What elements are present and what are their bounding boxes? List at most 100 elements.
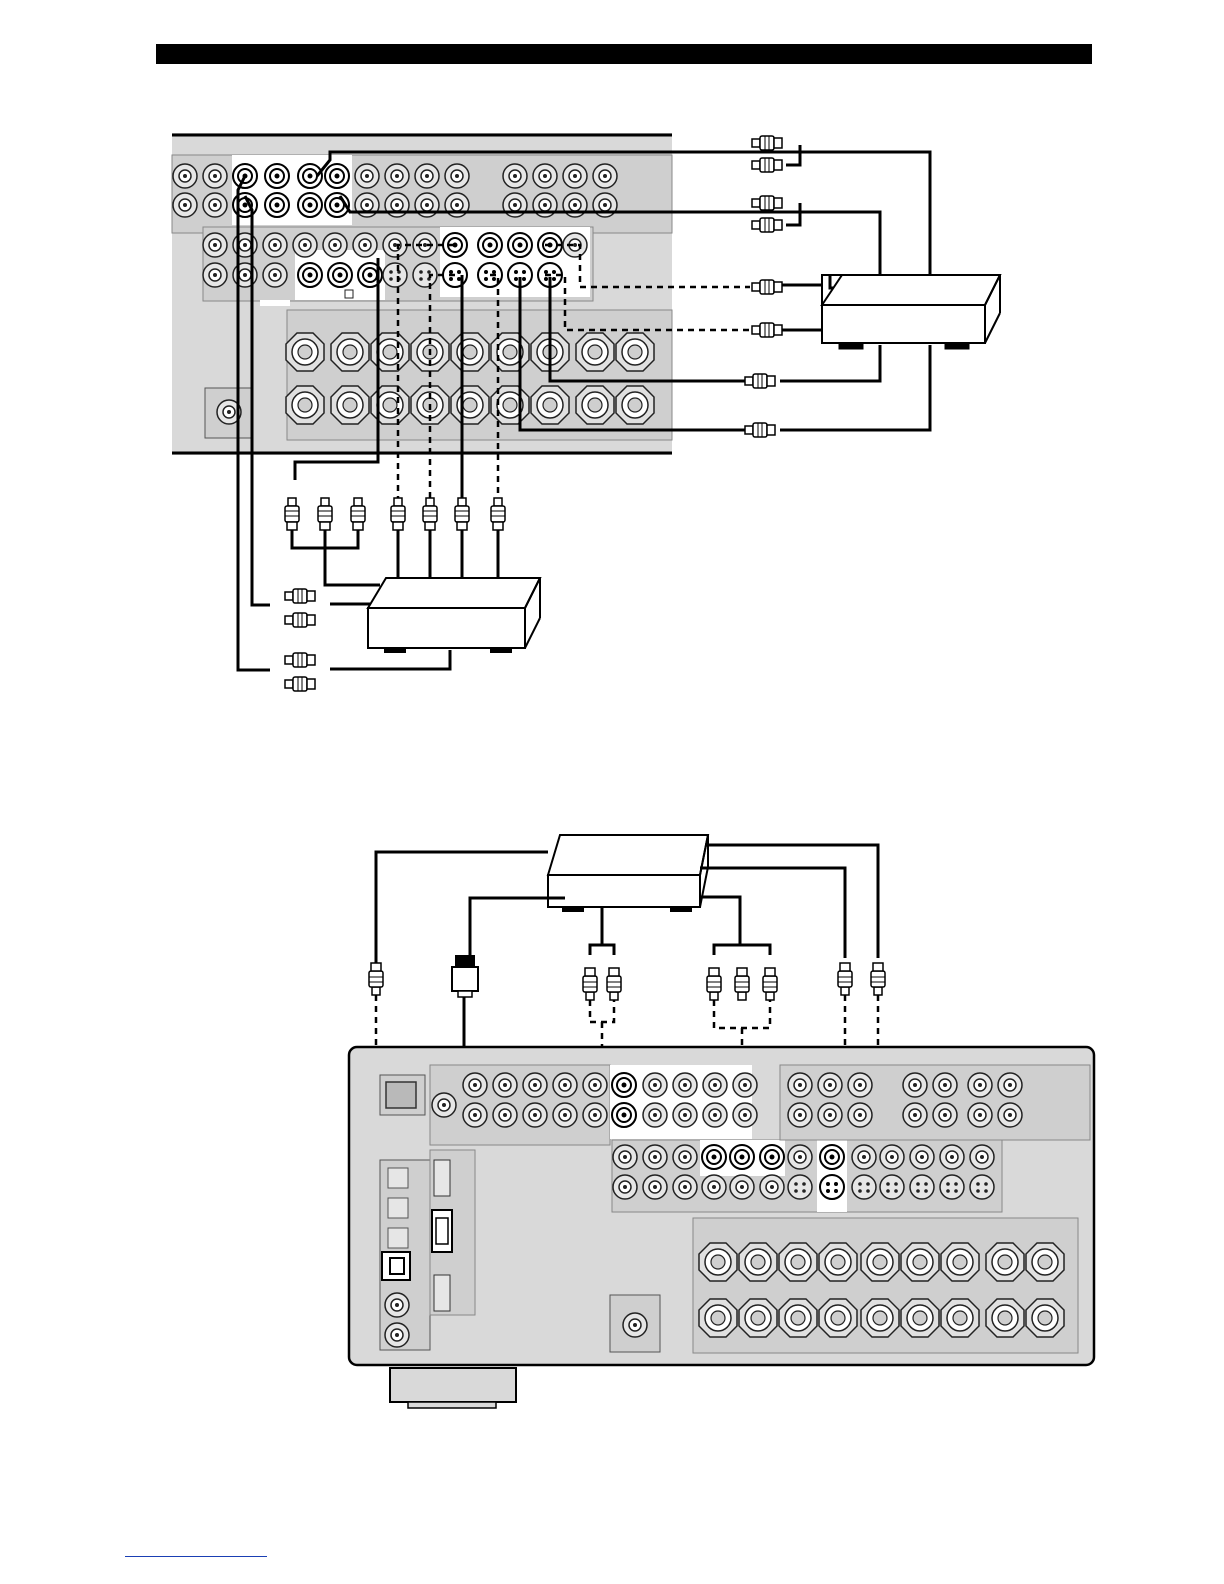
rca-jack [613,1175,637,1199]
video-jack [508,233,532,257]
video-jack [820,1145,844,1169]
speaker-terminal [1026,1299,1064,1337]
rca-jack [788,1073,812,1097]
rca-jack [173,193,197,217]
rca-jack [385,1323,409,1347]
upper-bottom-device [368,578,540,653]
rca-jack [848,1073,872,1097]
speaker-terminal [739,1243,777,1281]
rca-jack [940,1145,964,1169]
rca-jack [910,1145,934,1169]
speaker-terminal [699,1299,737,1337]
rca-jack [703,1103,727,1127]
rca-jack [848,1103,872,1127]
s-video-jack [413,263,437,287]
rca-jack [293,233,317,257]
component-plug [735,968,749,1000]
rca-jack [553,1073,577,1097]
rca-jack [583,1103,607,1127]
optical-plug [369,963,383,995]
rca-jack [673,1073,697,1097]
rca-jack [385,1293,409,1317]
rca-jack [673,1103,697,1127]
rca-jack [463,1103,487,1127]
rca-jack [355,164,379,188]
upper-right-device [822,275,1000,343]
speaker-terminal [331,333,369,371]
s-video-jack [970,1175,994,1199]
component-plug [763,968,777,1000]
footer-link-underline [125,1556,267,1557]
speaker-terminal [941,1299,979,1337]
component-jack [328,263,352,287]
speaker-terminal [779,1299,817,1337]
speaker-terminal [901,1299,939,1337]
rca-plug [752,218,782,232]
video-plug [752,280,782,294]
rca-jack [613,1145,637,1169]
component-jack [760,1145,784,1169]
rca-jack [933,1103,957,1127]
rca-jack [563,233,587,257]
rca-jack [880,1145,904,1169]
rca-jack [818,1103,842,1127]
rca-jack [818,1073,842,1097]
rca-jack [903,1073,927,1097]
hdmi-plug [452,955,478,997]
s-video-jack [820,1175,844,1199]
speaker-terminal [699,1243,737,1281]
s-video-jack [880,1175,904,1199]
rca-jack [733,1073,757,1097]
rca-jack [788,1145,812,1169]
speaker-terminal [576,386,614,424]
rca-jack [203,263,227,287]
component-plug [707,968,721,1000]
rca-jack [503,164,527,188]
rca-jack [998,1073,1022,1097]
rca-jack [730,1175,754,1199]
s-video-jack [940,1175,964,1199]
speaker-terminal [819,1299,857,1337]
speaker-terminal [451,386,489,424]
speaker-terminal [1026,1243,1064,1281]
video-plug [391,498,405,530]
rca-jack [432,1093,456,1117]
speaker-terminal [451,333,489,371]
s-video-jack [788,1175,812,1199]
lower-top-device [548,835,708,912]
rca-jack [203,233,227,257]
rca-plug [607,968,621,1000]
audio-jack [612,1073,636,1097]
speaker-terminal [286,386,324,424]
rca-jack [643,1145,667,1169]
rca-jack [298,193,322,217]
antenna-jack [623,1313,647,1337]
audio-jack [612,1103,636,1127]
rca-jack [265,193,289,217]
rca-jack [998,1103,1022,1127]
rca-jack [263,263,287,287]
s-video-jack [383,263,407,287]
video-plug [423,498,437,530]
rca-jack [970,1145,994,1169]
speaker-terminal [986,1299,1024,1337]
video-jack [478,233,502,257]
rca-jack [203,193,227,217]
video-plug [745,423,775,437]
lower-rear-panel [349,1047,1094,1408]
rca-jack [760,1175,784,1199]
rca-jack [553,1103,577,1127]
rca-jack [733,1103,757,1127]
rca-jack [583,1073,607,1097]
rca-jack [703,1073,727,1097]
rca-jack [325,164,349,188]
video-plug [745,374,775,388]
component-plug [285,498,299,530]
rca-jack [968,1073,992,1097]
speaker-terminal [819,1243,857,1281]
rca-jack [173,164,197,188]
component-plug [351,498,365,530]
rca-jack [643,1073,667,1097]
speaker-terminal [491,333,529,371]
